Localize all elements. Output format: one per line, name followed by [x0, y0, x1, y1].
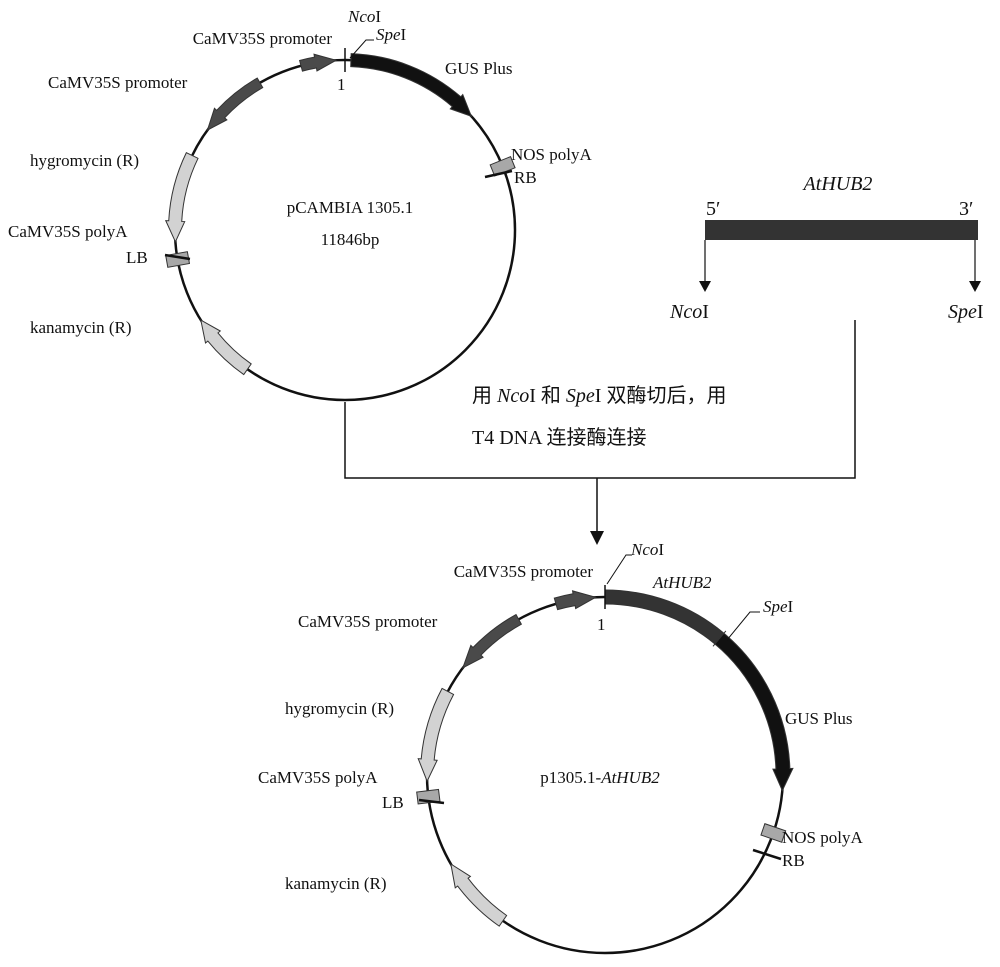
product-kan-label: kanamycin (R) — [285, 874, 387, 893]
insert-five-prime: 5′ — [706, 198, 720, 220]
vector-lb-tick — [164, 253, 191, 261]
product-features — [416, 589, 794, 927]
vector-size: 11846bp — [321, 230, 380, 249]
product-lb-tick — [418, 798, 445, 805]
product-gus-label: GUS Plus — [785, 709, 853, 728]
vector-promoter-left-arrow — [206, 77, 264, 132]
insert-left-arrow-head — [699, 281, 711, 292]
vector-promoter-top-label: CaMV35S promoter — [193, 29, 333, 48]
product-promoter-left-arrow — [461, 613, 523, 669]
insert-bar — [705, 220, 978, 240]
vector-features — [164, 53, 516, 376]
product-lb-label: LB — [382, 793, 404, 812]
product-spe-leader — [726, 611, 760, 641]
product-nos-box — [760, 823, 787, 843]
vector-polya-label: CaMV35S polyA — [8, 222, 128, 241]
vector-nco-site-label: NcoI — [347, 7, 381, 26]
product-rb-label: RB — [782, 851, 805, 870]
procedure: 用 NcoI 和 SpeI 双酶切后，用 T4 DNA 连接酶连接 — [344, 320, 856, 545]
vector-kan-arrow — [200, 319, 252, 376]
product-promoter-left-label: CaMV35S promoter — [298, 612, 438, 631]
product-nco-site-label: NcoI — [630, 540, 664, 559]
product-plasmid: CaMV35S promoter NcoI AtHUB2 1 SpeI CaMV… — [258, 540, 863, 955]
product-gus-arrow — [714, 632, 794, 792]
product-insert-label: AtHUB2 — [652, 573, 712, 592]
insert-fragment: AtHUB2 5′ 3′ NcoI SpeI — [669, 173, 984, 323]
vector-spe-site-label: SpeI — [376, 25, 407, 44]
vector-gus-arrow — [350, 53, 473, 118]
vector-promoter-left-label: CaMV35S promoter — [48, 73, 188, 92]
vector-gus-label: GUS Plus — [445, 59, 513, 78]
procedure-line-2: T4 DNA 连接酶连接 — [472, 426, 646, 449]
product-rb-tick — [752, 848, 782, 861]
insert-right-arrow-head — [969, 281, 981, 292]
vector-start-label: 1 — [337, 75, 346, 94]
vector-hygro-label: hygromycin (R) — [30, 151, 139, 170]
product-spe-site-label: SpeI — [763, 597, 794, 616]
vector-nos-label: NOS polyA — [511, 145, 592, 164]
down-arrow-head — [590, 531, 604, 545]
vector-rb-label: RB — [514, 168, 537, 187]
product-promoter-top-arrow — [553, 590, 597, 611]
insert-three-prime: 3′ — [959, 198, 973, 220]
vector-hygro-arrow — [164, 151, 199, 244]
product-nos-label: NOS polyA — [782, 828, 863, 847]
insert-nco-label: NcoI — [669, 301, 709, 323]
insert-gene-label: AtHUB2 — [802, 173, 873, 195]
product-polya-label: CaMV35S polyA — [258, 768, 378, 787]
vector-rb-tick — [484, 169, 513, 179]
vector-plasmid: CaMV35S promoter NcoI SpeI 1 GUS Plus Ca… — [8, 7, 592, 402]
product-hygro-label: hygromycin (R) — [285, 699, 394, 718]
insert-spe-label: SpeI — [948, 301, 984, 323]
product-hygro-arrow — [417, 687, 455, 783]
product-kan-arrow — [450, 862, 508, 927]
product-start-label: 1 — [597, 615, 606, 634]
vector-spe-leader — [349, 39, 374, 59]
vector-name: pCAMBIA 1305.1 — [287, 198, 414, 217]
vector-lb-label: LB — [126, 248, 148, 267]
vector-promoter-top-arrow — [298, 53, 338, 72]
procedure-line-1: 用 NcoI 和 SpeI 双酶切后，用 — [472, 384, 726, 407]
product-promoter-top-label: CaMV35S promoter — [454, 562, 594, 581]
product-athub2-block — [604, 589, 727, 647]
vector-kan-label: kanamycin (R) — [30, 318, 132, 337]
product-name: p1305.1-AtHUB2 — [540, 768, 660, 787]
merge-connector — [344, 320, 856, 479]
product-nco-leader — [606, 554, 632, 585]
